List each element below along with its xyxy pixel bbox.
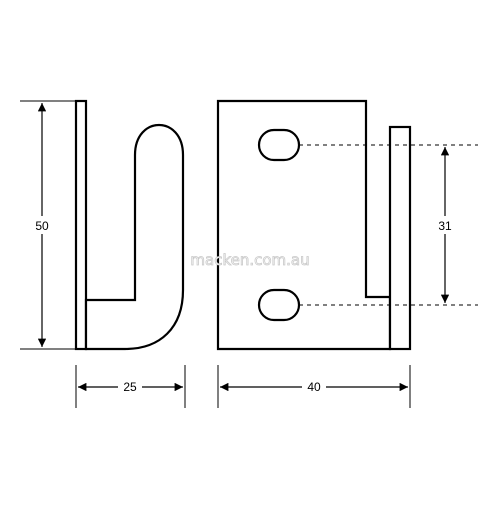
front-view — [216, 99, 412, 351]
side-view — [74, 99, 185, 351]
slot-centre-lines — [299, 144, 478, 306]
depth-dimension-label: 25 — [123, 380, 137, 394]
side-view-backplate — [74, 99, 88, 351]
front-view-hook-profile — [388, 125, 412, 351]
upper-mounting-slot — [257, 128, 301, 162]
width-dimension-label: 40 — [307, 380, 321, 394]
lower-mounting-slot — [257, 288, 301, 322]
extension-lines — [20, 100, 411, 408]
watermark-text: macken.com.au — [190, 251, 309, 269]
side-view-hook-arm — [84, 123, 185, 351]
height-dimension-label: 50 — [35, 219, 49, 233]
front-view-plate — [216, 99, 392, 351]
slot-spacing-dimension-label: 31 — [438, 219, 452, 233]
